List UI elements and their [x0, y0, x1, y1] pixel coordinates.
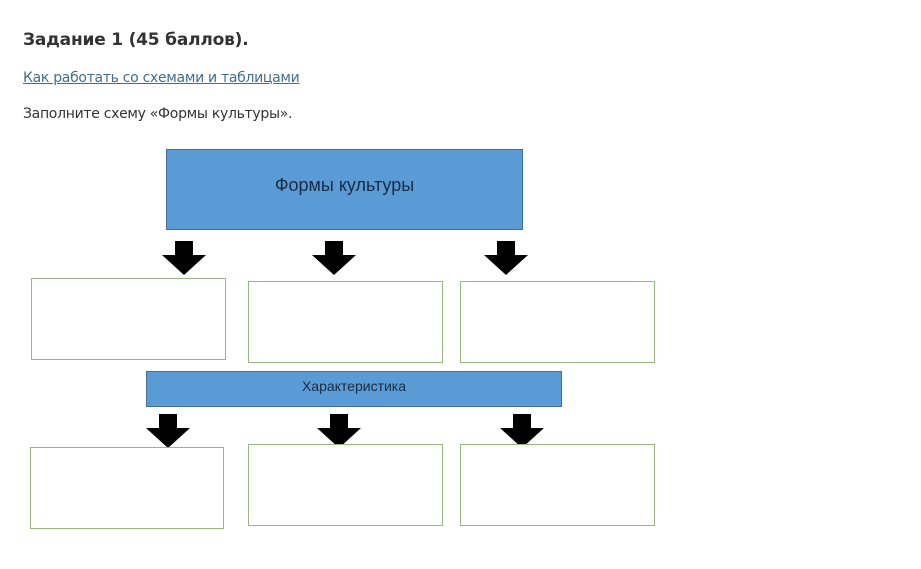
form-box-2[interactable]	[248, 281, 443, 363]
arrow-down-icon	[162, 241, 206, 275]
arrow-down-icon	[317, 414, 361, 448]
characteristic-box-1[interactable]	[30, 447, 224, 529]
arrow-down-icon	[484, 241, 528, 275]
arrow-down-icon	[146, 414, 190, 448]
scheme-root-label: Формы культуры	[274, 175, 415, 195]
help-link[interactable]: Как работать со схемами и таблицами	[23, 70, 300, 86]
form-box-3[interactable]	[460, 281, 655, 363]
task-title: Задание 1 (45 баллов).	[23, 30, 249, 50]
characteristic-label: Характеристика	[301, 378, 407, 394]
arrow-down-icon	[500, 414, 544, 448]
characteristic-block: Характеристика	[146, 371, 562, 407]
characteristic-box-3[interactable]	[460, 444, 655, 526]
characteristic-box-2[interactable]	[248, 444, 443, 526]
scheme-root-block: Формы культуры	[166, 149, 523, 230]
form-box-1[interactable]	[31, 278, 226, 360]
task-instruction: Заполните схему «Формы культуры».	[23, 106, 293, 122]
arrow-down-icon	[312, 241, 356, 275]
